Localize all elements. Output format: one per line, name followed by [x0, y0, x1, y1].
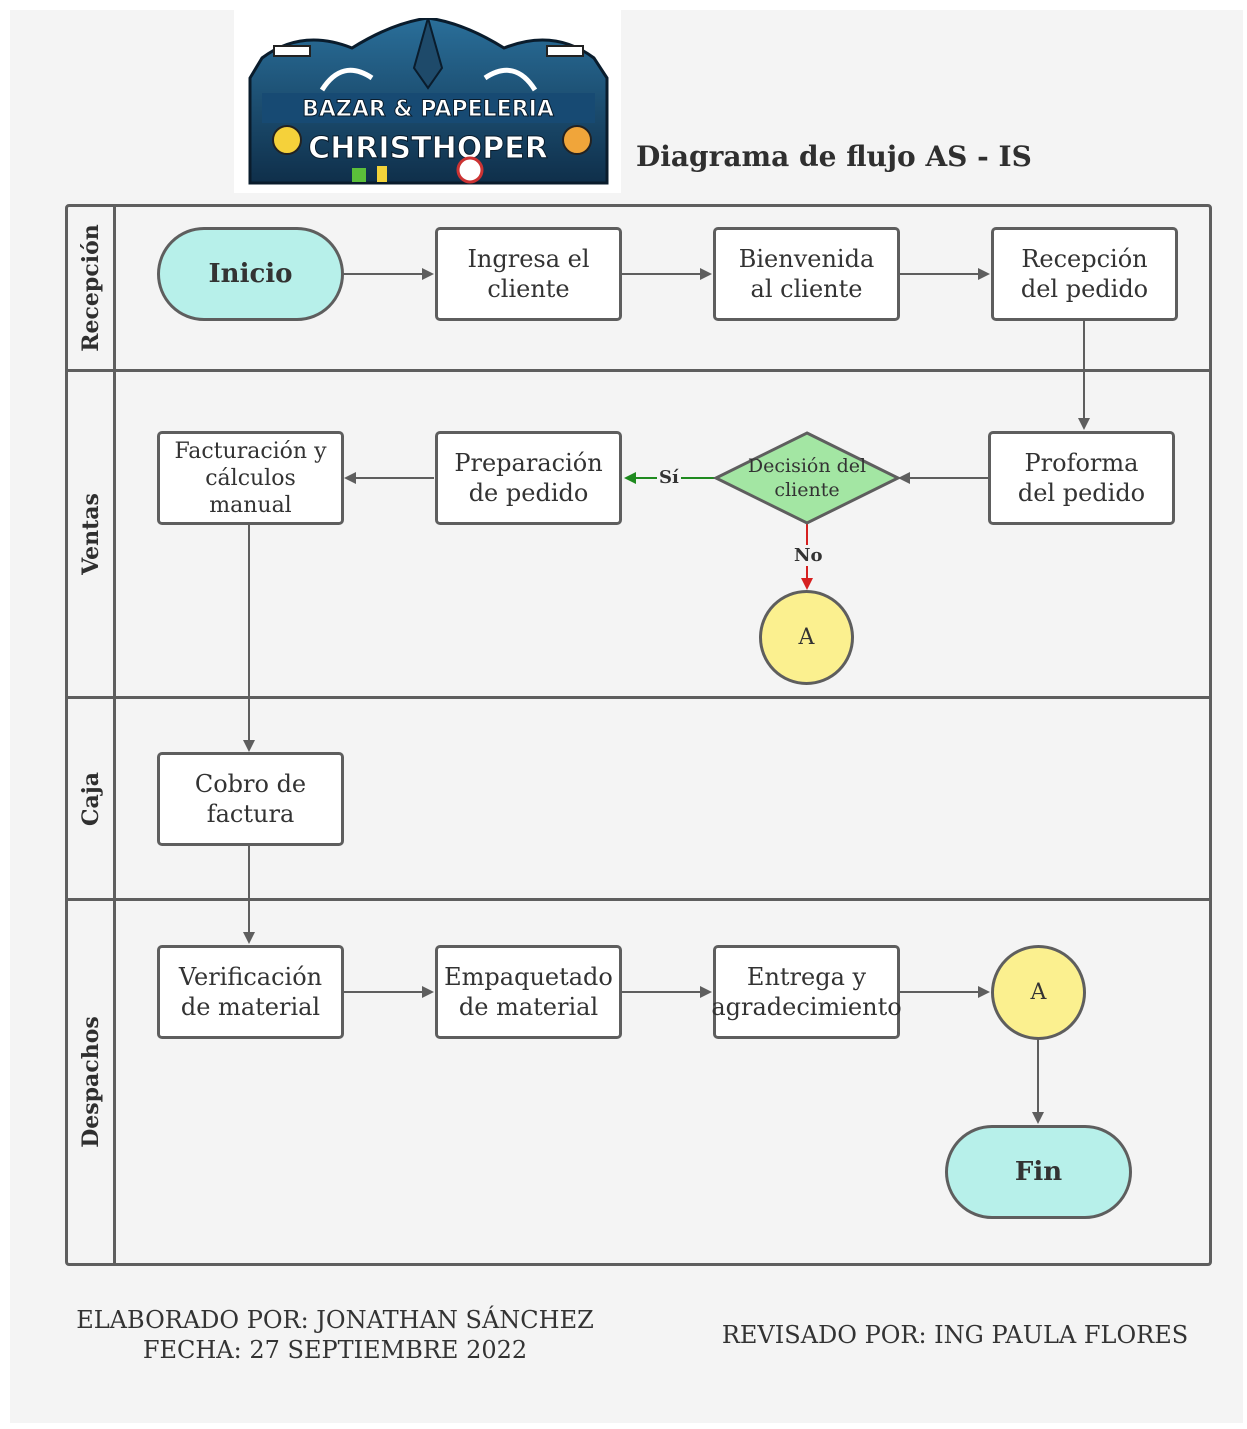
- start-terminal: Inicio: [157, 227, 344, 321]
- process-bienvenida: Bienvenida al cliente: [713, 227, 900, 321]
- swimlane-container: Recepción Ventas Caja Despachos: [65, 204, 1212, 1266]
- decision-label: Decisión del cliente: [747, 455, 867, 501]
- process-recepcion-pedido: Recepción del pedido: [991, 227, 1178, 321]
- lane-header-despachos: Despachos: [68, 901, 116, 1263]
- process-preparacion: Preparación de pedido: [435, 431, 622, 525]
- lane-header-recepcion: Recepción: [68, 207, 116, 369]
- kid-mascot-icon: [562, 125, 592, 155]
- process-cobro-factura: Cobro de factura: [157, 752, 344, 846]
- edge-label-no: No: [792, 545, 825, 566]
- lane-recepcion: Recepción: [68, 207, 1209, 369]
- footer-date: FECHA: 27 SEPTIEMBRE 2022: [142, 1336, 528, 1364]
- lane-ventas: Ventas: [68, 369, 1209, 696]
- company-logo: BAZAR & PAPELERIA CHRISTHOPER: [234, 10, 621, 193]
- end-terminal: Fin: [945, 1125, 1132, 1219]
- lane-caja: Caja: [68, 696, 1209, 898]
- process-proforma: Proforma del pedido: [988, 431, 1175, 525]
- clock-icon: [456, 156, 484, 184]
- crayon-icon: [377, 166, 387, 182]
- logo-line2: CHRISTHOPER: [308, 131, 548, 166]
- process-empaquetado: Empaquetado de material: [435, 945, 622, 1039]
- process-ingresa-cliente: Ingresa el cliente: [435, 227, 622, 321]
- edge-label-yes: Sí: [657, 467, 681, 488]
- logo-badge: BAZAR & PAPELERIA CHRISTHOPER: [248, 18, 609, 185]
- pencil-mascot-icon: [272, 125, 302, 155]
- connector-a-offpage: A: [759, 590, 854, 685]
- decision-diamond: [712, 431, 902, 525]
- lane-header-caja: Caja: [68, 699, 116, 898]
- logo-line1: BAZAR & PAPELERIA: [302, 97, 554, 122]
- marker-icon: [352, 168, 366, 182]
- process-entrega: Entrega y agradecimiento: [711, 945, 902, 1039]
- footer-author: ELABORADO POR: JONATHAN SÁNCHEZ: [76, 1306, 594, 1334]
- lane-despachos: Despachos: [68, 898, 1209, 1263]
- diagram-title: Diagrama de flujo AS - IS: [636, 140, 1032, 173]
- process-verificacion: Verificación de material: [157, 945, 344, 1039]
- footer-reviewer: REVISADO POR: ING PAULA FLORES: [721, 1321, 1189, 1349]
- connector-a-onpage: A: [991, 945, 1086, 1040]
- lane-header-ventas: Ventas: [68, 372, 116, 696]
- footer-author-block: ELABORADO POR: JONATHAN SÁNCHEZ FECHA: 2…: [60, 1305, 610, 1365]
- process-facturacion: Facturación y cálculos manual: [157, 431, 344, 525]
